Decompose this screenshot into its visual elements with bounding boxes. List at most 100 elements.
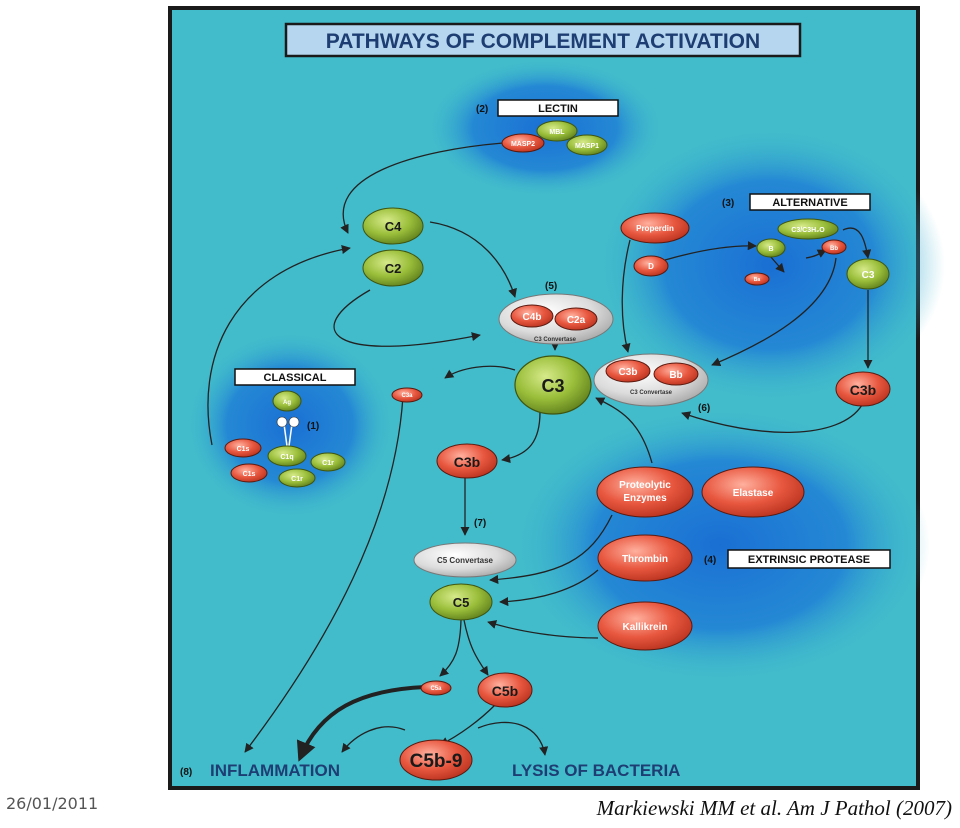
antibody-icon — [276, 416, 300, 447]
c3b-convertase-part-label: C3b — [619, 367, 638, 378]
arrow-d-to-b — [664, 241, 757, 261]
arrow-c3a-to-inflammation — [244, 395, 404, 753]
c5-label: C5 — [453, 595, 470, 610]
arrow-c5b9-to-lysis — [477, 721, 549, 756]
alternative-label: ALTERNATIVE — [772, 197, 847, 209]
thrombin-label: Thrombin — [622, 554, 668, 565]
c5b9-node: C5b-9 — [399, 739, 473, 781]
factor-d-node: D — [633, 255, 669, 277]
bb-convertase-part-label: Bb — [669, 370, 682, 381]
c1q-label: C1q — [280, 454, 293, 461]
arrow-b-to-ba — [769, 255, 785, 273]
c3a-label: C3a — [401, 393, 413, 399]
c1s-top-label: C1s — [237, 446, 250, 453]
inflammation-label: INFLAMMATION — [210, 761, 340, 780]
step7-label: (7) — [474, 518, 486, 529]
c1r-top-node: C1r — [310, 452, 346, 472]
mbl-node: MBL — [536, 120, 578, 142]
extrinsic-label-box — [727, 549, 891, 569]
bb-small-label: Bb — [830, 246, 838, 252]
lectin-label-box — [497, 99, 619, 117]
arrow-c5a-to-inflammation — [296, 685, 426, 762]
arrow-c4-to-convertase — [429, 221, 517, 298]
c5a-node: C5a — [420, 680, 452, 696]
mbl-label: MBL — [549, 129, 565, 136]
arrows — [207, 142, 873, 756]
masp1-node: MASP1 — [566, 134, 608, 156]
c1s-top-node: C1s — [224, 438, 262, 458]
c3-central-node: C3 — [514, 355, 592, 415]
c1s-bottom-node: C1s — [230, 463, 268, 483]
c1r-bottom-node: C1r — [278, 468, 316, 488]
c2a-label: C2a — [567, 315, 586, 326]
thrombin-node: Thrombin — [597, 534, 693, 582]
extrinsic-label: EXTRINSIC PROTEASE — [748, 554, 870, 566]
classical-label-box — [234, 368, 356, 386]
diagram-title: PATHWAYS OF COMPLEMENT ACTIVATION — [326, 30, 760, 53]
step8-label: (8) — [180, 767, 192, 778]
arrow-c2-to-convertase — [333, 289, 481, 347]
factor-d-label: D — [648, 262, 654, 271]
extrinsic-number: (4) — [704, 555, 716, 566]
c3-central-label: C3 — [541, 376, 564, 396]
c3b-center-label: C3b — [454, 454, 480, 470]
c3-convertase-classical: C4b C2a C3 Convertase — [498, 293, 614, 345]
arrow-c5b9-to-inflammation — [341, 726, 406, 753]
c3-convertase-classical-label: C3 Convertase — [534, 337, 577, 343]
elastase-label: Elastase — [733, 488, 774, 499]
factor-b-node: B — [756, 238, 786, 258]
arrow-proteolytic-to-c5 — [489, 514, 613, 584]
arrow-bb-to-alt-convertase — [711, 257, 837, 367]
properdin-node: Properdin — [620, 212, 690, 244]
c5b-label: C5b — [492, 683, 518, 699]
c5-convertase-label: C5 Convertase — [437, 556, 494, 565]
arrow-c3-to-c3b — [501, 411, 541, 464]
c1s-bottom-label: C1s — [243, 471, 256, 478]
kallikrein-label: Kallikrein — [622, 622, 667, 633]
arrow-thrombin-to-c5 — [499, 569, 599, 607]
proteolytic-label-line2: Enzymes — [623, 493, 667, 504]
c4-node: C4 — [362, 207, 424, 245]
arrow-c5-to-c5a — [439, 619, 462, 677]
proteolytic-label-line1: Proteolytic — [619, 480, 671, 491]
arrow-c3-to-c3a — [444, 365, 516, 379]
antigen-label: Ag — [283, 400, 291, 406]
c3h2o-node: C3/C3H₂O — [777, 218, 839, 240]
c4-label: C4 — [385, 219, 402, 234]
masp2-node: MASP2 — [501, 133, 545, 153]
c3-alternative-label: C3 — [862, 270, 875, 281]
ba-node: Ba — [744, 272, 770, 286]
lectin-number: (2) — [476, 104, 488, 115]
c3-convertase-alternative-label: C3 Convertase — [630, 390, 673, 396]
c1q-node: C1q — [267, 445, 307, 467]
arrow-kallikrein-to-c5 — [487, 620, 599, 639]
step6-label: (6) — [698, 403, 710, 414]
antigen-node: Ag — [272, 390, 302, 412]
arrow-classical-to-c4 — [207, 245, 351, 446]
proteolytic-enzymes-node: Proteolytic Enzymes — [596, 466, 694, 518]
c1r-bottom-label: C1r — [291, 476, 303, 483]
arrow-properdin-to-convertase — [621, 239, 631, 353]
c2-node: C2 — [362, 249, 424, 287]
properdin-label: Properdin — [636, 224, 674, 233]
slide-date: 26/01/2011 — [6, 794, 99, 813]
factor-b-label: B — [768, 246, 773, 253]
kallikrein-node: Kallikrein — [597, 601, 693, 651]
c3-convertase-alternative: C3b Bb C3 Convertase — [593, 353, 709, 407]
c2-label: C2 — [385, 261, 402, 276]
arrow-c3b-amplification — [681, 404, 863, 433]
c3b-center-node: C3b — [436, 443, 498, 479]
c5-convertase-node: C5 Convertase — [413, 542, 517, 578]
c3a-node: C3a — [391, 387, 423, 403]
classical-label: CLASSICAL — [264, 372, 327, 384]
c3-alternative-node: C3 — [846, 258, 890, 290]
c3b-right-label: C3b — [850, 382, 876, 398]
elastase-node: Elastase — [701, 466, 805, 518]
arrow-proteolytic-to-c3 — [595, 397, 653, 464]
classical-number: (1) — [307, 421, 319, 432]
lysis-label: LYSIS OF BACTERIA — [512, 761, 680, 780]
extrinsic-glow — [510, 405, 930, 685]
arrow-c3h2o-to-c3 — [842, 227, 872, 259]
bb-small-node: Bb — [821, 239, 847, 255]
